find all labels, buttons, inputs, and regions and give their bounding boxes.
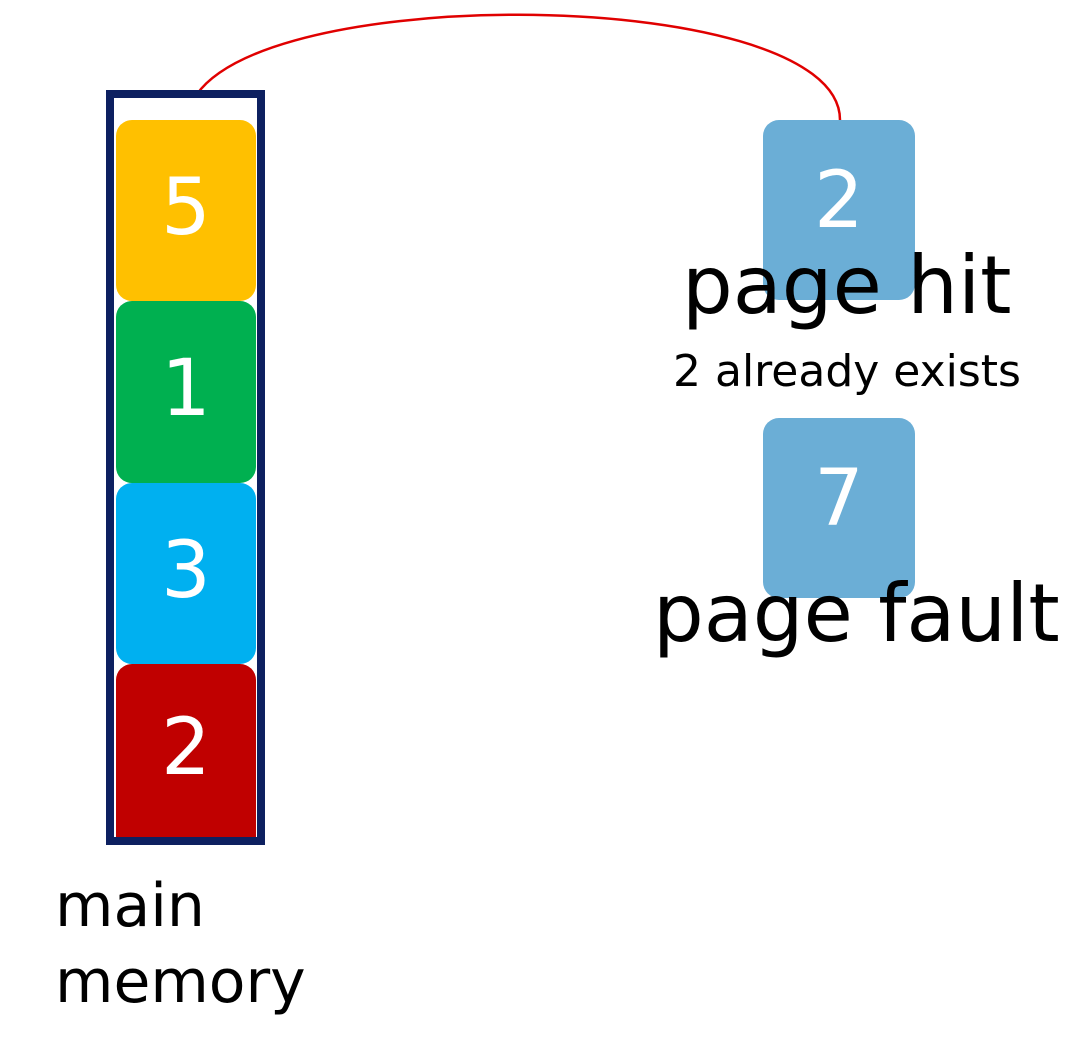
hit-arrow [183,13,842,123]
slot-value: 2 [161,702,211,793]
page-hit-title: page hit [682,239,1012,332]
memory-slot: 3 [116,483,256,664]
main-memory-label: main memory [55,868,306,1020]
slot-value: 5 [161,162,211,253]
memory-slot: 5 [116,120,256,301]
page-request-box: 7 [763,418,915,598]
page-request-value: 7 [814,454,864,544]
page-hit-note: 2 already exists [673,346,1021,397]
slot-value: 1 [161,344,211,434]
memory-slot: 2 [116,664,256,837]
main-memory-label-line2: memory [55,947,306,1017]
page-request-box: 2 [763,120,915,300]
memory-slot: 1 [116,301,256,483]
main-memory-label-line1: main [55,871,205,941]
page-fault-title: page fault [653,567,1060,660]
slot-value: 3 [161,525,211,616]
page-request-value: 2 [814,156,864,246]
